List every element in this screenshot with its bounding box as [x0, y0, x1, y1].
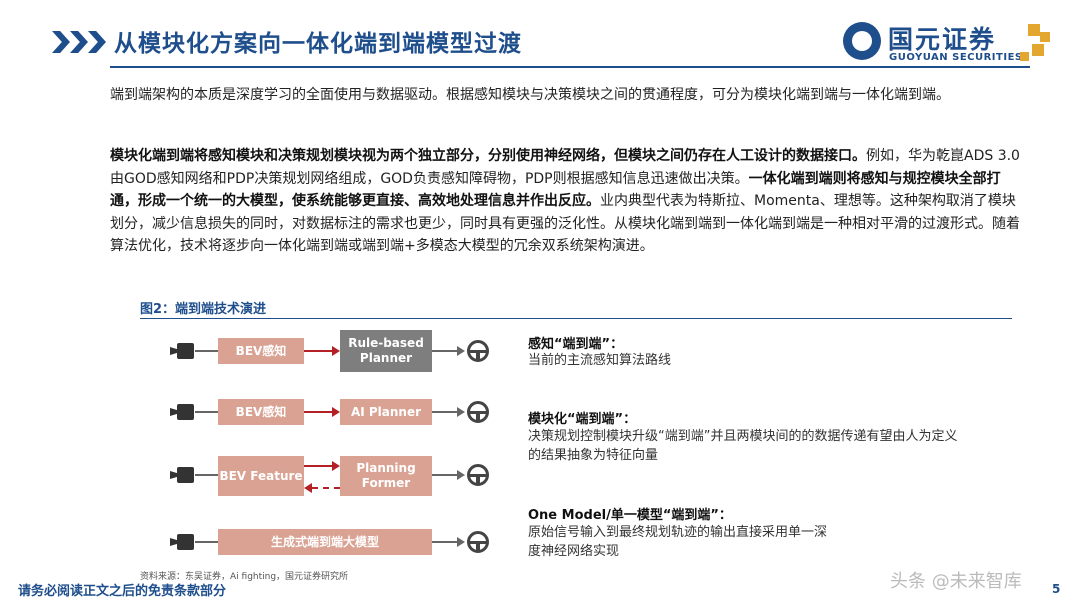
- logo-icon: [843, 22, 881, 60]
- page-number: 5: [1052, 582, 1061, 596]
- figure-caption: 图2：端到端技术演进: [140, 302, 267, 317]
- connector-line: [195, 474, 218, 476]
- connector-line: [432, 350, 458, 352]
- diagram-box-ai-planner: AI Planner: [340, 399, 432, 425]
- arrow-head: [332, 407, 340, 417]
- desc-title-perception: 感知“端到端”：: [528, 337, 624, 352]
- chevron-icon: [52, 31, 70, 53]
- arrow-line: [304, 350, 332, 352]
- connector-line: [195, 411, 218, 413]
- logo-deco: [1020, 52, 1029, 61]
- text-industry: 业内典型代表为特斯拉、Momenta、理想等。这种架构取消了模块划分，减少信息损…: [110, 193, 1020, 254]
- intro-paragraph: 端到端架构的本质是深度学习的全面使用与数据驱动。根据感知模块与决策模块之间的贯通…: [110, 84, 1022, 107]
- arrow-head: [332, 461, 340, 471]
- arrow-head-back: [304, 483, 312, 493]
- arrow-head: [332, 346, 340, 356]
- connector-line: [432, 541, 458, 543]
- logo-text: 国元证券: [888, 25, 997, 54]
- steering-wheel-icon: [467, 340, 489, 362]
- main-paragraph: 模块化端到端将感知模块和决策规划模块视为两个独立部分，分别使用神经网络，但模块之…: [110, 145, 1022, 258]
- page-title: 从模块化方案向一体化端到端模型过渡: [114, 31, 522, 57]
- dashed-feedback-line: [312, 487, 340, 489]
- arrow-line: [304, 411, 332, 413]
- connector-line: [432, 474, 458, 476]
- diagram-box-bev-perception: BEV感知: [218, 399, 304, 425]
- camera-icon: [170, 404, 194, 420]
- text-huawei: 例如，华为乾崑ADS 3.0由GOD感知网络和PDP决策规划网络组成，GOD负责…: [110, 148, 1020, 187]
- arrow-head: [457, 407, 465, 417]
- desc-title-modular: 模块化“端到端”：: [528, 412, 637, 427]
- diagram-box-rule-based-planner: Rule-based Planner: [340, 330, 432, 372]
- camera-icon: [170, 467, 194, 483]
- diagram-box-generative-e2e-model: 生成式端到端大模型: [218, 529, 432, 555]
- intro-text: 端到端架构的本质是深度学习的全面使用与数据驱动。根据感知模块与决策模块之间的贯通…: [110, 87, 950, 103]
- camera-icon: [170, 534, 194, 550]
- arrow-line: [304, 465, 332, 467]
- header-divider: [110, 66, 1030, 68]
- desc-text-one-model: 原始信号输入到最终规划轨迹的输出直接采用单一深度神经网络实现: [528, 525, 828, 559]
- chevron-icon: [88, 31, 106, 53]
- disclaimer-text: 请务必阅读正文之后的免责条款部分: [18, 584, 227, 599]
- diagram-box-planning-former: Planning Former: [340, 456, 432, 496]
- steering-wheel-icon: [467, 464, 489, 486]
- logo-deco: [1028, 24, 1040, 36]
- camera-icon: [170, 343, 194, 359]
- arrow-head: [457, 470, 465, 480]
- desc-text-perception: 当前的主流感知算法路线: [528, 353, 672, 368]
- connector-line: [195, 350, 218, 352]
- bold-modular: 模块化端到端将感知模块和决策规划模块视为两个独立部分，分别使用神经网络，但模块之…: [110, 148, 866, 164]
- logo-deco: [1040, 32, 1050, 42]
- connector-line: [432, 411, 458, 413]
- bold-integrated: 一体化端到端则将感知与规控模块全部打通，形成一个统一的大模型，使系统能够更直接、…: [110, 170, 1001, 210]
- watermark: 头条 @未来智库: [890, 571, 1022, 592]
- diagram-box-bev-feature: BEV Feature: [218, 456, 304, 496]
- figure-divider: [140, 318, 1012, 319]
- logo-subtext: GUOYUAN SECURITIES: [889, 52, 1023, 63]
- arrow-head: [457, 537, 465, 547]
- arrow-head: [457, 346, 465, 356]
- desc-title-one-model: One Model/单一模型“端到端”：: [528, 508, 732, 523]
- logo-deco: [1032, 44, 1044, 56]
- steering-wheel-icon: [467, 401, 489, 423]
- desc-text-modular: 决策规划控制模块升级“端到端”并且两模块间的的数据传递有望由人为定义的结果抽象为…: [528, 429, 958, 463]
- chevron-icon: [70, 31, 88, 53]
- connector-line: [195, 541, 218, 543]
- steering-wheel-icon: [467, 531, 489, 553]
- figure-source: 资料来源：东吴证券，Ai fighting，国元证券研究所: [140, 572, 349, 582]
- diagram-box-bev-perception: BEV感知: [218, 338, 304, 364]
